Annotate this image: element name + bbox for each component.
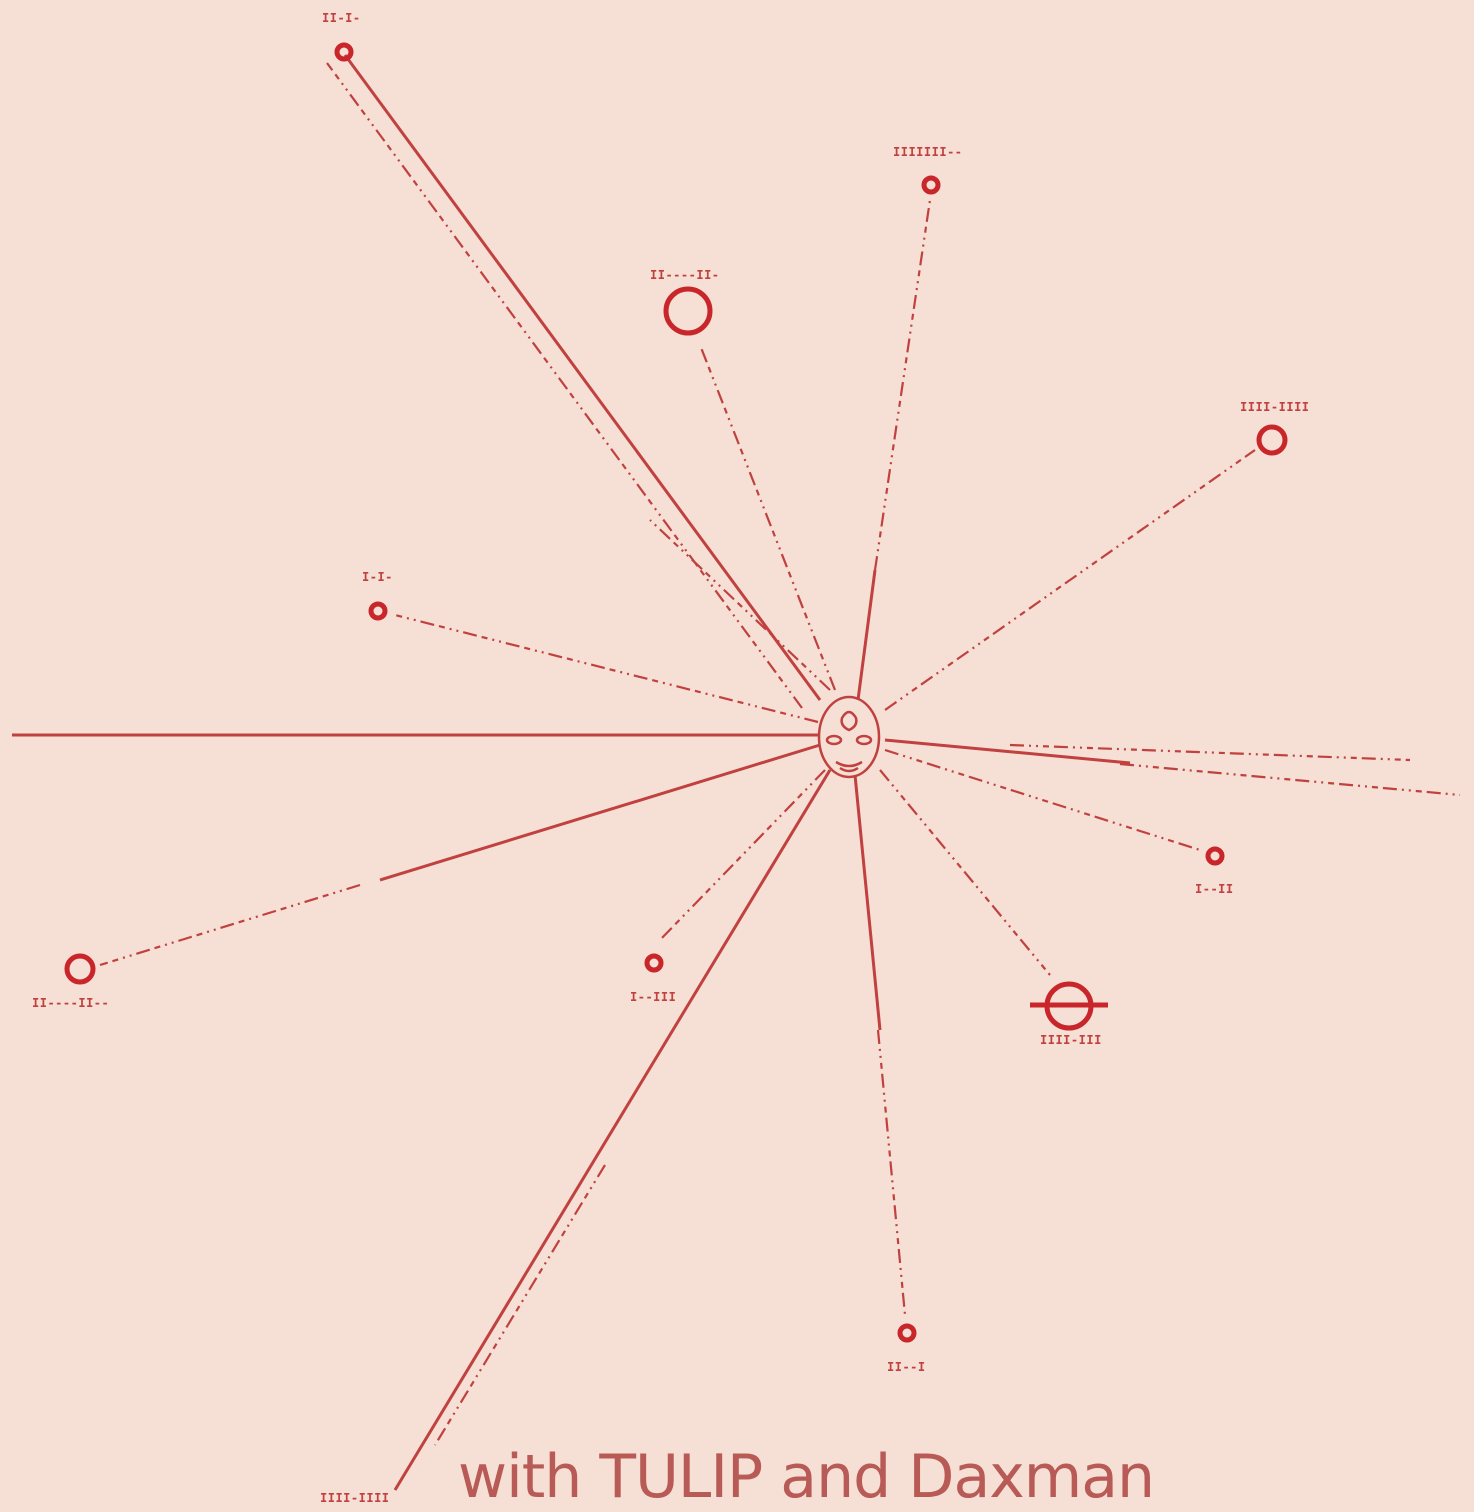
ray-right-upper [885,450,1255,710]
node-top-center [924,178,938,192]
label-crossed-circle: IIII-III [1040,1033,1102,1047]
ray-top-center-dashed [875,200,930,570]
ray-short-upper-left [650,520,830,690]
label-right-upper: IIII-IIII [1240,400,1310,414]
ray-top-left-dashed [327,63,802,708]
node-center-lower [647,956,661,970]
node-large-circle [666,289,710,333]
label-right-lower: I--II [1195,882,1234,896]
ray-right-dashed-2 [1120,764,1460,795]
label-center-lower: I--III [630,990,676,1004]
label-top-left: II-I- [322,11,361,25]
label-left-mid: I-I- [362,570,393,584]
node-right-upper [1259,427,1285,453]
ray-large-circle [700,345,835,690]
face-icon [819,697,879,777]
ray-left-lower-dashed [100,885,360,965]
label-large-circle: II----II- [650,268,720,282]
ray-bottom-left-dashed [435,1165,605,1445]
node-top-left [337,45,351,59]
label-top-center: IIIIIII-- [893,145,963,159]
ray-right-lower [885,750,1200,850]
node-right-lower [1208,849,1222,863]
ray-crossed-circle [880,770,1050,975]
rays [12,55,1460,1490]
ray-bottom-dashed [878,1030,905,1315]
ray-bottom-left-solid [395,770,830,1490]
ray-right-solid [885,740,1130,763]
ray-left-lower-solid [380,745,820,880]
label-left-lower: II----II-- [32,996,109,1010]
node-crossed-circle [1030,984,1108,1028]
ray-bottom-solid [855,775,880,1030]
caption: with TULIP and Daxman [458,1442,1154,1512]
node-left-lower [67,956,93,982]
node-bottom [900,1326,914,1340]
ray-top-center-solid [858,570,875,700]
nodes [67,45,1285,1340]
label-bottom-left: IIII-IIII [320,1491,390,1505]
node-left-mid [371,604,385,618]
label-bottom: II--I [887,1360,926,1374]
ray-top-left-solid [345,55,820,700]
pulsar-labels: II-I- IIIIIII-- II----II- IIII-IIII I-I-… [32,11,1310,1505]
ray-left-mid [395,615,818,722]
